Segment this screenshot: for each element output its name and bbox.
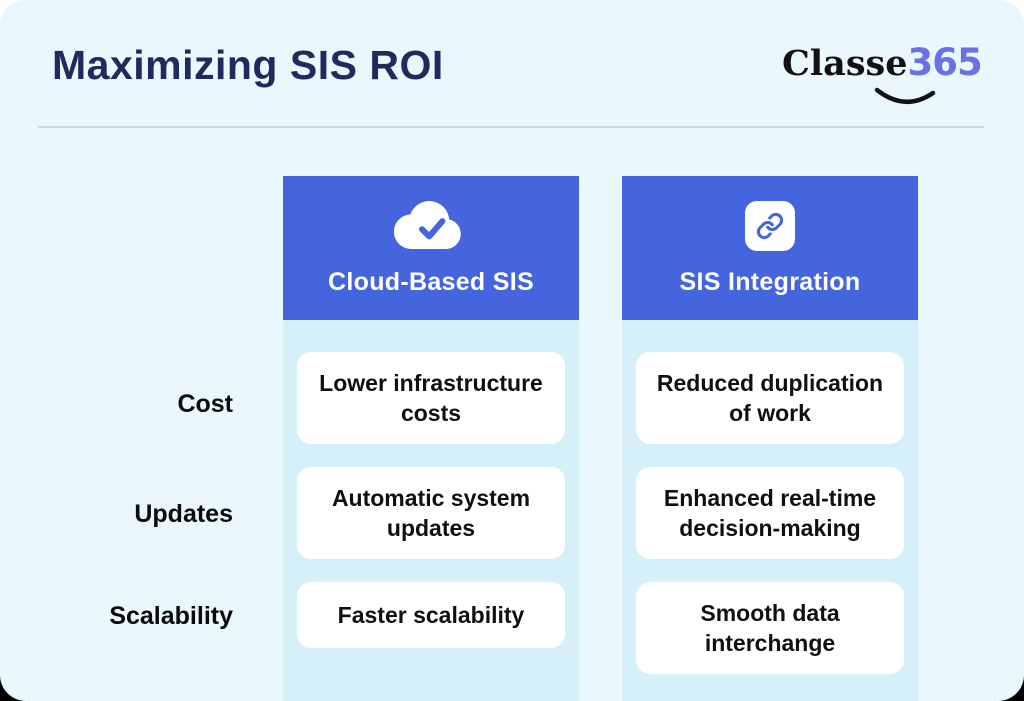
classe365-logo: Classe365	[782, 43, 983, 105]
row-label-scalability: Scalability	[109, 602, 233, 630]
logo-wordmark: Classe	[782, 43, 908, 84]
column-sis-integration: SIS Integration Reduced duplication of w…	[622, 176, 918, 701]
smile-icon	[874, 87, 936, 105]
column-header-integration: SIS Integration	[622, 176, 918, 320]
column-title: SIS Integration	[679, 268, 861, 296]
cell-updates-cloud: Automatic system updates	[297, 467, 565, 559]
cloud-check-icon	[393, 196, 469, 256]
link-icon-badge	[745, 201, 795, 251]
cell-scalability-integration: Smooth data interchange	[636, 582, 904, 674]
cell-scalability-cloud: Faster scalability	[297, 582, 565, 648]
cell-cost-cloud: Lower infrastructure costs	[297, 352, 565, 444]
row-label-updates: Updates	[134, 500, 233, 528]
cell-cost-integration: Reduced duplication of work	[636, 352, 904, 444]
column-title: Cloud-Based SIS	[328, 268, 534, 296]
column-header-cloud: Cloud-Based SIS	[283, 176, 579, 320]
row-label-cost: Cost	[177, 390, 233, 418]
header-divider	[38, 126, 984, 128]
cell-updates-integration: Enhanced real-time decision-making	[636, 467, 904, 559]
column-cloud-based-sis: Cloud-Based SIS Lower infrastructure cos…	[283, 176, 579, 701]
link-icon	[745, 196, 795, 256]
logo-number: 365	[907, 41, 983, 84]
row-labels: Cost Updates Scalability	[40, 0, 233, 701]
page-title: Maximizing SIS ROI	[52, 42, 444, 88]
